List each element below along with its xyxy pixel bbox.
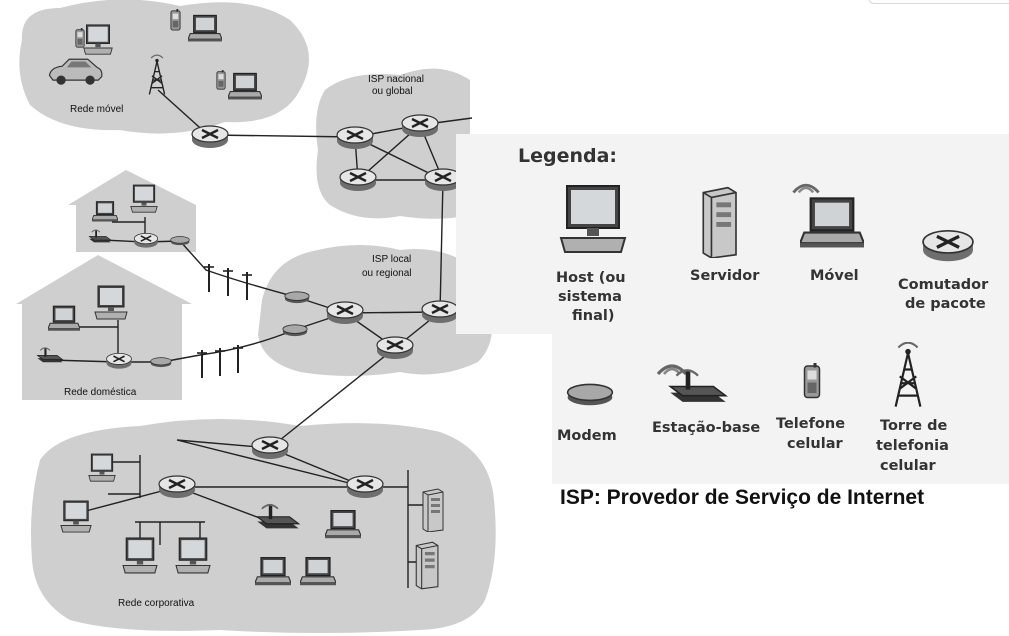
label-isp-local-2: ou regional [362,268,411,279]
router-home-1 [133,232,159,249]
legend-host-2: sistema [558,289,622,305]
legend-tower-2: telefonia [876,438,949,454]
cloud-isp-local [258,245,493,376]
legend-mobile: Móvel [810,268,859,284]
router-local-1 [325,300,365,326]
legend-title: Legenda: [518,145,617,167]
label-corporate-network: Rede corporativa [118,598,195,609]
router-local-2 [420,299,460,325]
cloud-shapes [16,0,496,633]
legend-modem-icon [566,383,614,407]
router-corp-2 [157,474,197,500]
utility-poles [196,263,253,378]
legend-phone-2: celular [787,436,843,452]
label-isp-local-1: ISP local [372,254,411,265]
legend-host-icon [559,184,627,254]
legend-switch-1: Comutador [898,277,989,293]
isp-caption: ISP: Provedor de Serviço de Internet [560,486,925,509]
legend-phone-1: Telefone [776,416,845,432]
legend-host-3: final) [572,308,614,324]
legend-base-station: Estação-base [652,420,760,436]
label-home-network: Rede doméstica [64,387,137,398]
legend-switch-icon [921,228,975,264]
legend-box-bottom [552,334,1009,484]
router-national-1 [335,125,375,151]
label-mobile-network: Rede móvel [70,104,123,115]
region-labels: Rede móvel ISP nacional ou global ISP lo… [64,74,424,609]
legend-host-1: Host (ou [556,270,626,286]
legend-server: Servidor [690,268,760,284]
legend-server-icon [702,186,737,258]
router-local-3 [375,335,415,361]
router-national-2 [400,113,440,139]
router-mobile [190,124,230,150]
legend-panel: Legenda: Host (ou sistema final) Servido… [456,134,1009,484]
router-home-2 [105,352,133,370]
router-corp-3 [345,474,385,500]
label-isp-national-2: ou global [372,86,413,97]
legend-tower-1: Torre de [880,418,947,434]
label-isp-national-1: ISP nacional [368,74,424,85]
router-national-4 [423,167,463,193]
legend-switch-2: de pacote [905,296,986,312]
router-national-3 [338,167,378,193]
legend-modem: Modem [557,428,617,444]
legend-tower-3: celular [880,458,936,474]
legend-phone-icon [803,362,821,399]
cloud-corporate [31,419,496,633]
router-corp-1 [250,435,290,461]
